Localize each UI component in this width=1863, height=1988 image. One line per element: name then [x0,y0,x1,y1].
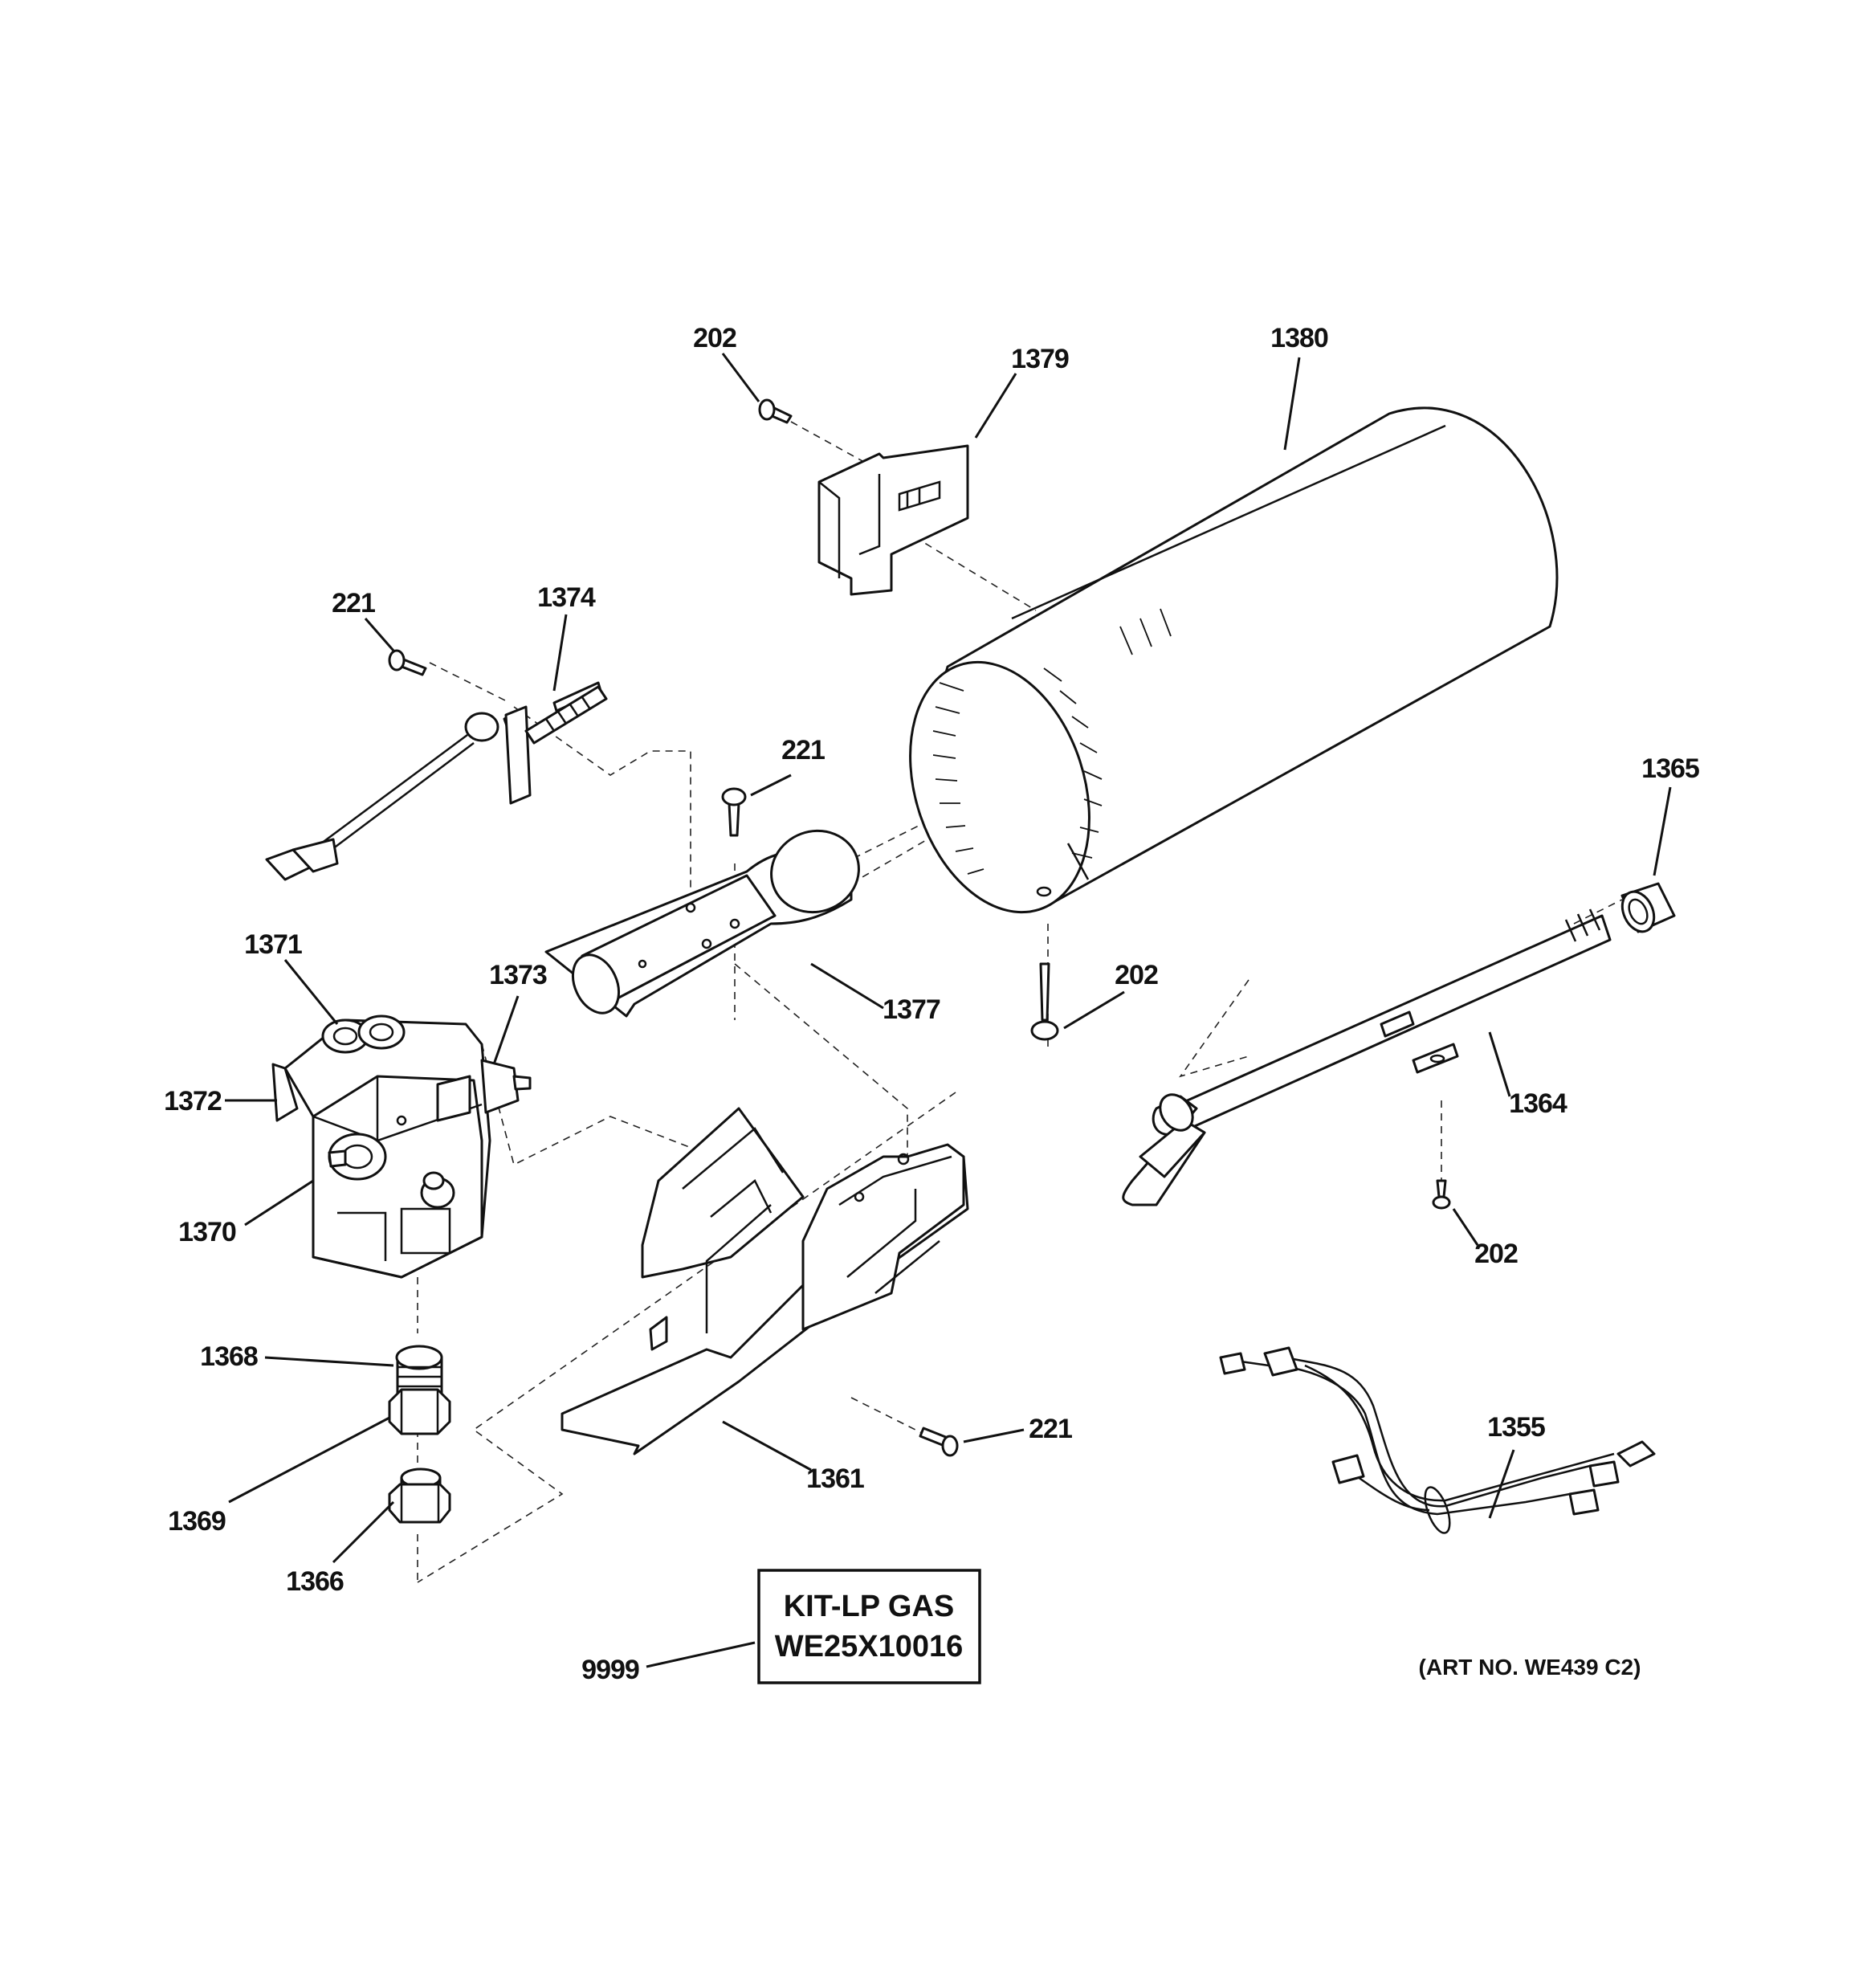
pipe-threads [1564,908,1601,942]
callout-221-left: 221 [332,588,375,618]
callout-202-right: 202 [1474,1239,1518,1269]
art-number: (ART NO. WE439 C2) [1419,1655,1641,1680]
callout-9999: 9999 [581,1655,639,1685]
wire-harness-1355 [1219,1346,1656,1534]
callout-1373: 1373 [489,960,547,990]
screw-221-left [388,649,427,676]
callout-labels: 202 1379 1380 221 1374 221 1365 1371 137… [164,323,1700,1685]
screw-202-right [1432,1179,1451,1210]
gas-valve-1370-1371 [271,1014,532,1279]
callout-202-top: 202 [693,323,736,353]
cap-1365 [1620,882,1676,933]
shield-bracket-1361 [561,1107,969,1455]
gas-pipe-1364 [1122,908,1612,1206]
screw-202-top [758,398,793,424]
drum-1380 [909,406,1559,914]
igniter-1374 [265,681,608,881]
fitting-threads [397,1365,442,1388]
callout-1372: 1372 [164,1086,222,1116]
callout-1365: 1365 [1641,753,1699,784]
callout-1374: 1374 [537,582,596,613]
leader-lines [225,353,1672,1668]
sensor-bracket-1379 [817,444,969,596]
kit-part-number: WE25X10016 [775,1630,964,1663]
fitting-1368-1369 [388,1345,451,1435]
callout-1368: 1368 [200,1341,258,1372]
callout-1355: 1355 [1487,1412,1545,1443]
callout-1366: 1366 [286,1566,344,1597]
screw-221-bottom [919,1427,959,1457]
burner-1377 [544,829,860,1018]
kit-box: KIT-LP GAS WE25X10016 [757,1569,981,1684]
kit-box-frame [757,1569,981,1684]
callout-1364: 1364 [1509,1088,1567,1119]
callout-1370: 1370 [178,1217,236,1247]
callout-1377: 1377 [883,994,940,1025]
callout-202-mid: 202 [1115,960,1158,990]
callout-1379: 1379 [1011,344,1069,374]
kit-name: KIT-LP GAS [784,1590,955,1623]
callout-1361: 1361 [806,1463,864,1494]
screw-221-mid [721,787,747,837]
callout-1369: 1369 [168,1506,226,1537]
drum-hatching [932,608,1172,875]
callout-1380: 1380 [1270,323,1328,353]
fitting-1366 [388,1468,451,1524]
callout-221-mid: 221 [781,735,825,765]
screw-202-mid [1030,962,1059,1041]
igniter-ribs [544,696,592,732]
callout-221-bottom: 221 [1029,1414,1072,1444]
callout-1371: 1371 [244,929,302,960]
